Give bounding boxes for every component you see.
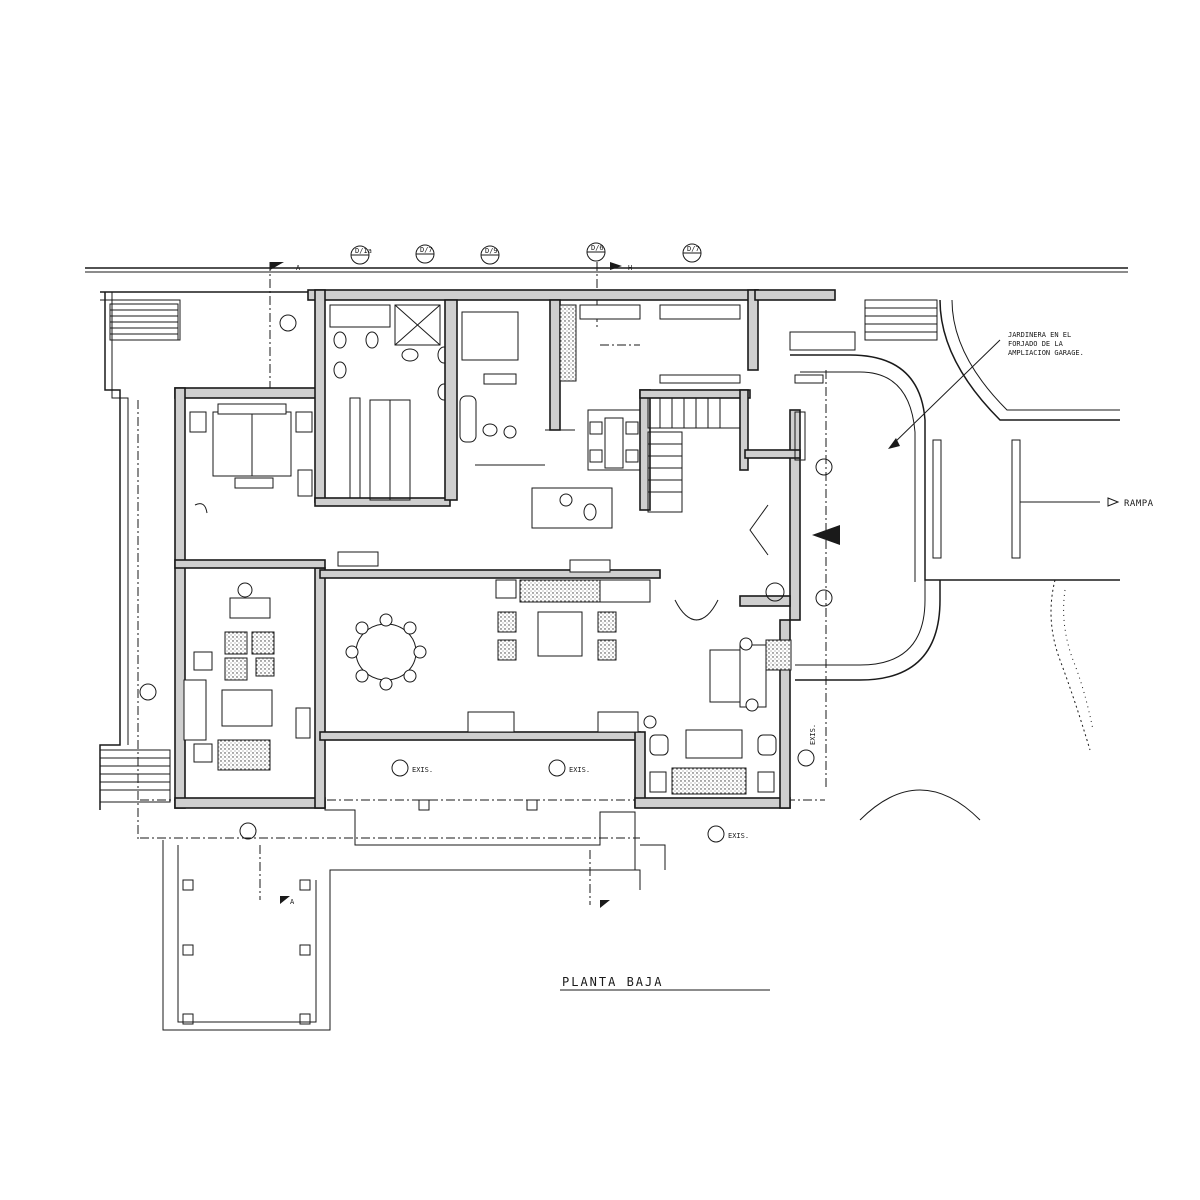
existing-tree-1: EXIS. (391, 759, 433, 777)
svg-text:A: A (296, 264, 301, 272)
dining-table (345, 613, 427, 691)
svg-text:D/1a: D/1a (355, 247, 372, 255)
svg-text:AMPLIACION GARAGE.: AMPLIACION GARAGE. (1008, 349, 1084, 357)
existing-tree-2: EXIS. (548, 759, 590, 777)
svg-text:D/7: D/7 (420, 246, 433, 254)
svg-text:D/7: D/7 (687, 245, 700, 253)
svg-text:EXIS.: EXIS. (569, 766, 590, 774)
grid-mark-1: D/1a (350, 245, 372, 265)
grid-mark-2: D/7 (415, 244, 435, 264)
main-staircase (647, 397, 741, 513)
svg-text:D/6: D/6 (591, 244, 604, 252)
drawing-title: PLANTA BAJA (560, 975, 770, 991)
svg-text:D/9: D/9 (485, 247, 498, 255)
bedroom-1 (189, 403, 313, 514)
section-mark-a-top: A (269, 262, 301, 390)
study-room (183, 582, 311, 771)
garage-extension (754, 289, 1120, 681)
svg-text:PLANTA BAJA: PLANTA BAJA (562, 975, 663, 989)
svg-text:JARDINERA EN EL: JARDINERA EN EL (1008, 331, 1071, 339)
porch-outline: A (162, 740, 666, 1031)
entrance-doors (674, 504, 840, 621)
guest-toilet (531, 487, 613, 529)
bedroom-3 (461, 311, 575, 466)
ramp-label: RAMPA (1124, 499, 1154, 509)
sitting-room (643, 637, 792, 795)
stair-top-left (109, 303, 179, 341)
grid-mark-5: D/7 (682, 243, 702, 263)
svg-text:EXIS.: EXIS. (728, 832, 749, 840)
svg-text:A: A (290, 898, 295, 906)
kitchen (559, 304, 741, 471)
stair-bottom-left (99, 749, 171, 803)
existing-tree-4: EXIS. (797, 724, 817, 767)
svg-text:FORJADO DE LA: FORJADO DE LA (1008, 340, 1064, 348)
existing-tree-3: EXIS. (707, 825, 749, 843)
living-area (337, 551, 651, 733)
bathrooms (329, 299, 561, 501)
porch-columns (182, 799, 538, 1025)
grid-mark-3: D/9 (480, 245, 500, 265)
svg-text:EXIS.: EXIS. (412, 766, 433, 774)
side-grid-marks (137, 314, 833, 840)
house-walls (174, 289, 801, 809)
svg-text:EXIS.: EXIS. (809, 724, 817, 745)
terrain-rocks (859, 579, 1094, 821)
garden-annotation: JARDINERA EN EL FORJADO DE LA AMPLIACION… (888, 331, 1084, 449)
grid-mark-4: D/6 (586, 242, 606, 262)
svg-text:H: H (628, 264, 632, 272)
